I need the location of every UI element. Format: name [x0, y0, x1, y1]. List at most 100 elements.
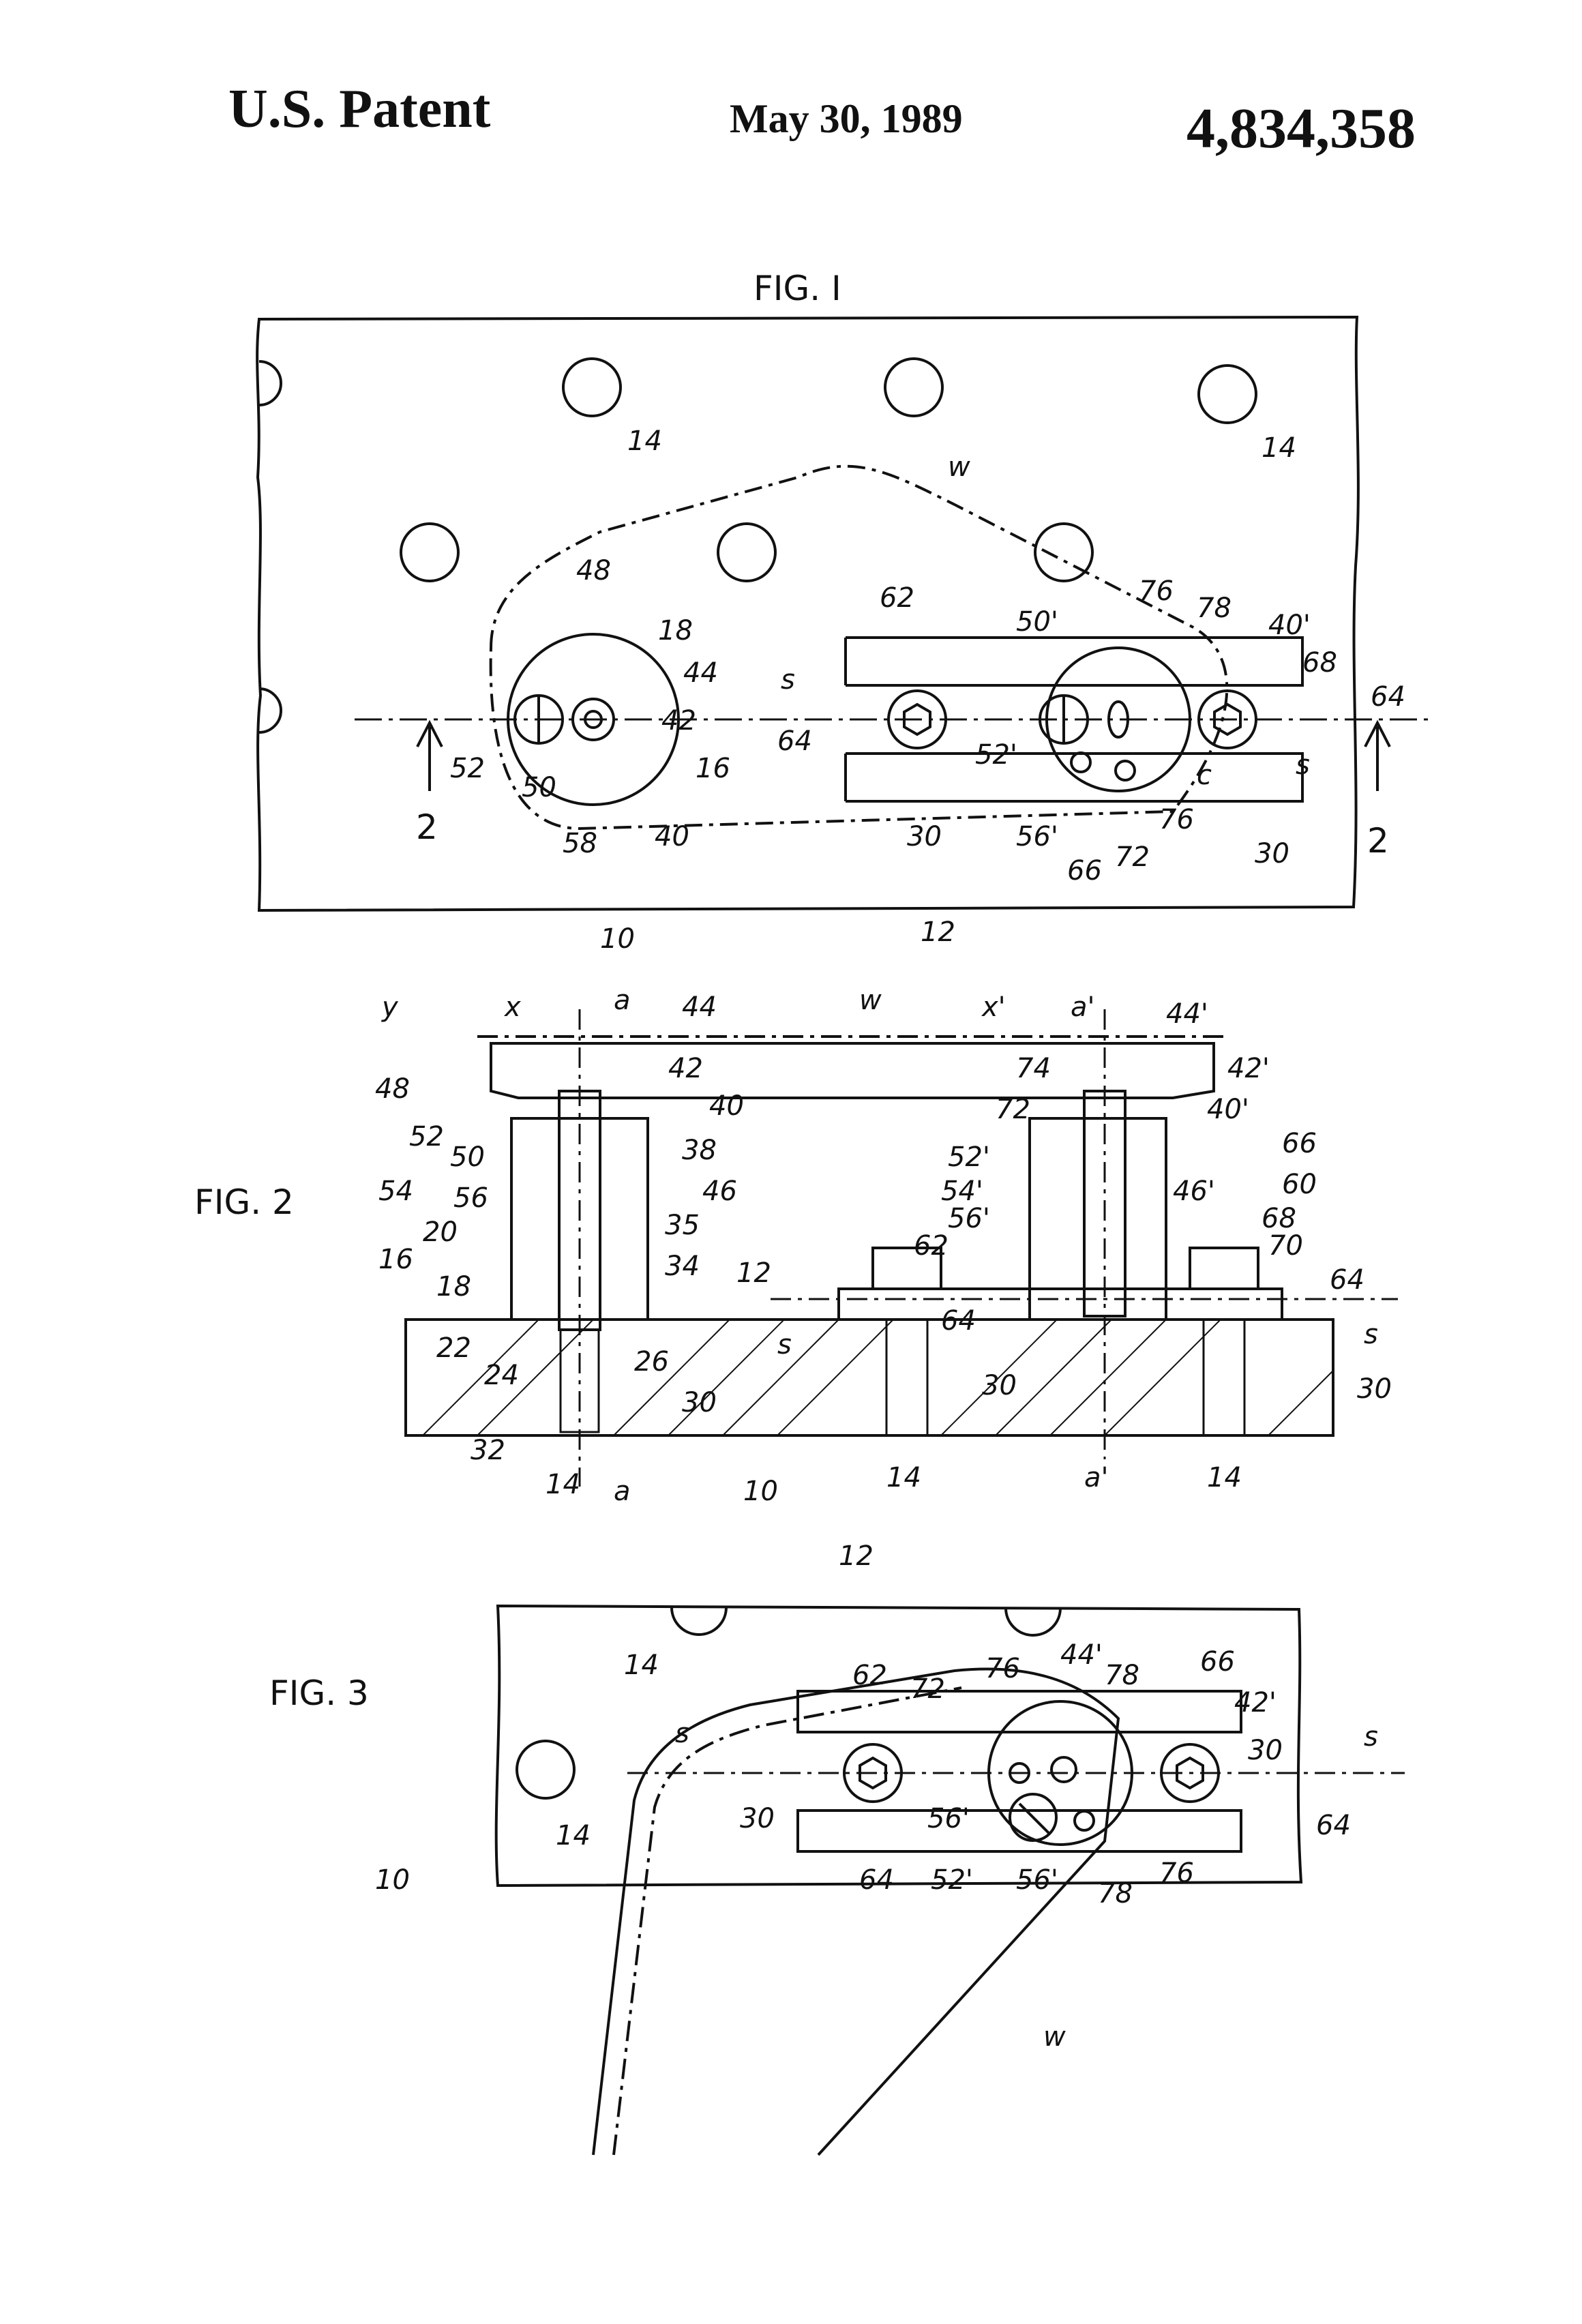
fig1-label: 64 — [777, 726, 812, 757]
patent-date: May 30, 1989 — [730, 96, 963, 141]
fig3-bolt-hex — [1176, 1756, 1204, 1790]
fig2-label: 35 — [665, 1210, 700, 1241]
fig2-label: 30 — [982, 1370, 1017, 1401]
fig3-label: 12 — [839, 1540, 874, 1572]
fig3-label: 42' — [1234, 1687, 1277, 1718]
fig3-label: 14 — [624, 1650, 659, 1681]
fig3-label: 76 — [1159, 1858, 1194, 1889]
fig2-label: 44' — [1166, 998, 1208, 1030]
fig1-label: 2 — [416, 807, 438, 847]
fig1-label: 10 — [600, 923, 635, 955]
fig1-section-arrow-left — [416, 719, 443, 791]
fig3-label: 76 — [985, 1653, 1020, 1684]
fig1-label: w — [948, 451, 970, 483]
fig2-label: 26 — [634, 1346, 669, 1377]
fig2-hatching — [422, 1319, 1334, 1436]
fig2-label: 44 — [682, 992, 717, 1023]
fig2-rail — [837, 1287, 1283, 1321]
fig1-bolt-hex — [903, 702, 931, 736]
fig1-edge-notch-top — [258, 360, 282, 406]
fig3-small-hole — [1073, 1810, 1095, 1832]
fig2-label: 32 — [471, 1435, 505, 1466]
fig2-label: 18 — [436, 1271, 471, 1302]
fig3-bolt-hex — [859, 1756, 887, 1790]
fig2-label: 64 — [1330, 1264, 1364, 1296]
fig2-label: 54 — [378, 1176, 413, 1207]
fig1-label: 62 — [880, 582, 914, 614]
fig3-title: FIG. 3 — [269, 1673, 369, 1713]
fig2-label: 14 — [546, 1469, 580, 1500]
fig1-label: 52 — [450, 753, 485, 784]
fig3-label: s — [1364, 1721, 1378, 1753]
fig2-label: w — [859, 985, 882, 1016]
fig1-label: 12 — [921, 917, 955, 948]
fig2-label: 46 — [702, 1176, 737, 1207]
fig2-workpiece — [490, 1042, 1215, 1099]
fig1-workpiece-outline — [489, 464, 1229, 831]
fig1-label: 72 — [1115, 841, 1150, 873]
figure-2: FIG. 2 — [194, 1009, 1398, 1487]
fig2-label: 12 — [736, 1257, 771, 1289]
fig1-label: 42 — [661, 705, 696, 736]
fig1-label: 50 — [522, 772, 556, 803]
fig1-label: 48 — [576, 555, 611, 586]
fig2-label: 46' — [1173, 1176, 1215, 1207]
fig1-bolt-hex — [1213, 702, 1242, 736]
fig2-label: 14 — [886, 1462, 921, 1493]
fig2-label: 42' — [1227, 1053, 1270, 1084]
fig1-rail-top — [846, 636, 1304, 687]
fig2-label: 54' — [941, 1176, 983, 1207]
fig1-plate-outline — [256, 315, 1360, 912]
fig2-label: 30 — [682, 1387, 717, 1418]
fig2-label: 74 — [1016, 1053, 1051, 1084]
fig1-hole — [1034, 522, 1094, 582]
fig2-label: 62 — [914, 1230, 949, 1262]
fig1-label: 50' — [1016, 606, 1058, 638]
fig2-label: 42 — [668, 1053, 703, 1084]
fig1-label: 76 — [1159, 804, 1194, 835]
fig1-label: 30 — [1255, 838, 1289, 869]
fig2-label: 68 — [1262, 1203, 1296, 1234]
fig2-label: a' — [1071, 992, 1095, 1023]
fig1-label: 14 — [1262, 432, 1296, 464]
fig3-screw — [1009, 1793, 1058, 1842]
fig1-label: 66 — [1067, 855, 1102, 887]
fig3-label: 30 — [1248, 1735, 1283, 1766]
fig1-hole — [400, 522, 460, 582]
fig1-label: 68 — [1302, 647, 1337, 679]
fig3-hole — [516, 1740, 576, 1800]
fig2-label: 50 — [450, 1142, 485, 1173]
fig3-labels: 12 14 62 72 76 44' 78 66 42' s 30 s 30 5… — [375, 1540, 1378, 2053]
fig1-label: 18 — [658, 615, 693, 646]
fig1-label: 44 — [683, 657, 718, 689]
fig2-label: x' — [981, 992, 1006, 1023]
fig1-label: 40' — [1268, 610, 1311, 641]
fig3-label: 14 — [556, 1820, 591, 1851]
fig3-label: 64 — [859, 1864, 894, 1896]
fig3-plate-outline — [494, 1604, 1303, 1888]
fig2-label: 14 — [1207, 1462, 1242, 1493]
fig2-label: 56' — [948, 1203, 990, 1234]
figure-3: FIG. 3 — [269, 1604, 1405, 2156]
fig2-label: 10 — [743, 1476, 778, 1507]
patent-label: U.S. Patent — [228, 79, 491, 139]
figure-1: FIG. I — [256, 269, 1432, 912]
fig1-label: 76 — [1139, 576, 1174, 607]
fig2-label: 70 — [1268, 1230, 1303, 1262]
fig3-top-notch — [670, 1607, 728, 1636]
fig1-label: 2 — [1367, 821, 1389, 861]
fig2-bolt-head — [871, 1247, 942, 1290]
fig3-rail-bottom — [796, 1809, 1242, 1853]
fig3-label: 52' — [931, 1864, 973, 1896]
fig1-label: 56' — [1016, 821, 1058, 852]
fig2-label: 60 — [1282, 1169, 1317, 1200]
fig2-label: 24 — [484, 1360, 519, 1391]
fig2-label: 30 — [1357, 1373, 1392, 1405]
fig2-bolt-head — [1189, 1247, 1259, 1290]
fig3-workpiece — [592, 1667, 1120, 2156]
fig2-label: s — [1364, 1319, 1378, 1350]
fig1-label: s — [781, 664, 795, 696]
fig3-label: 30 — [740, 1803, 775, 1834]
fig2-bolt-shank — [885, 1318, 929, 1437]
